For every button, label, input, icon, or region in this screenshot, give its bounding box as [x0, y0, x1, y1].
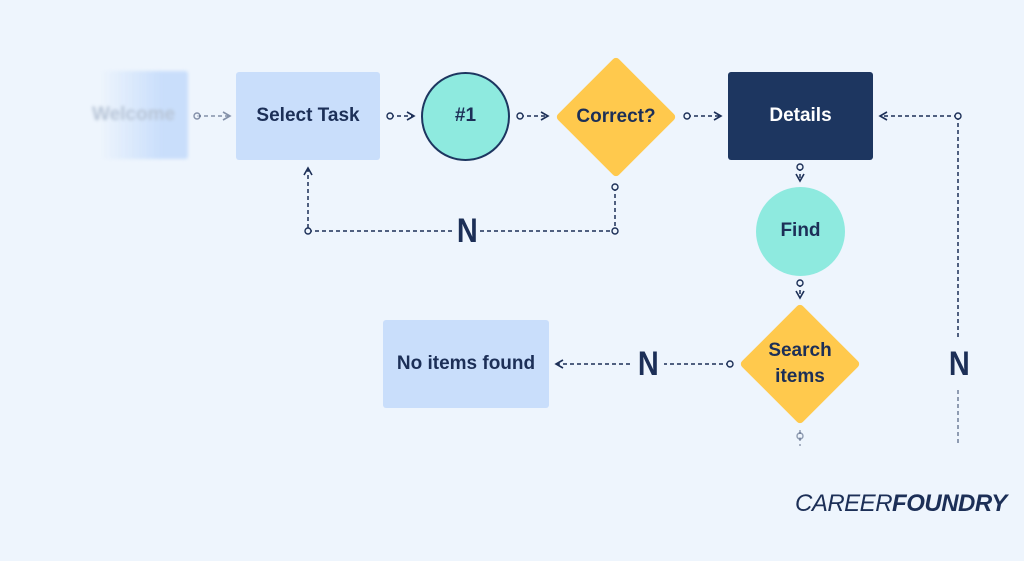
edge-label-right-no: N	[948, 345, 970, 383]
connector-dot	[304, 227, 312, 235]
connector-dot	[954, 112, 962, 120]
correct-decision: Correct?	[555, 56, 677, 178]
careerfoundry-logo: CAREERFOUNDRY	[795, 490, 1007, 518]
find-label: Find	[780, 220, 821, 242]
connector-dot	[516, 112, 524, 120]
step1-label: #1	[454, 105, 477, 127]
connector-dot	[796, 163, 804, 171]
logo-part1: CAREER	[795, 490, 893, 517]
connector-dot	[611, 227, 619, 235]
connector-dot	[726, 360, 734, 368]
connector-dot	[193, 112, 201, 120]
details-label: Details	[769, 104, 832, 126]
details-node: Details	[728, 72, 873, 160]
connector-correct-no	[480, 187, 616, 232]
connector-dot	[386, 112, 394, 120]
find-node: Find	[756, 187, 845, 276]
connector-correct-no-2	[303, 166, 452, 232]
welcome-label: Welcome	[92, 103, 176, 125]
search-items-label-line1: Search	[768, 340, 832, 362]
no-items-node: No items found	[383, 320, 549, 408]
connector-dot	[796, 432, 804, 440]
no-items-label: No items found	[396, 352, 536, 374]
welcome-node: Welcome	[92, 71, 188, 159]
edge-label-correct-no: N	[456, 212, 478, 250]
connector-dot	[683, 112, 691, 120]
edge-label-search-no: N	[637, 345, 659, 383]
connector-dot	[796, 279, 804, 287]
step1-node: #1	[421, 72, 510, 161]
select-task-label: Select Task	[256, 104, 360, 126]
logo-part2: FOUNDRY	[892, 490, 1007, 517]
search-items-label-line2: items	[775, 366, 825, 387]
search-items-decision: Search items	[739, 303, 861, 425]
select-task-node: Select Task	[236, 72, 380, 160]
connector-dot	[611, 183, 619, 191]
correct-label: Correct?	[576, 106, 656, 128]
